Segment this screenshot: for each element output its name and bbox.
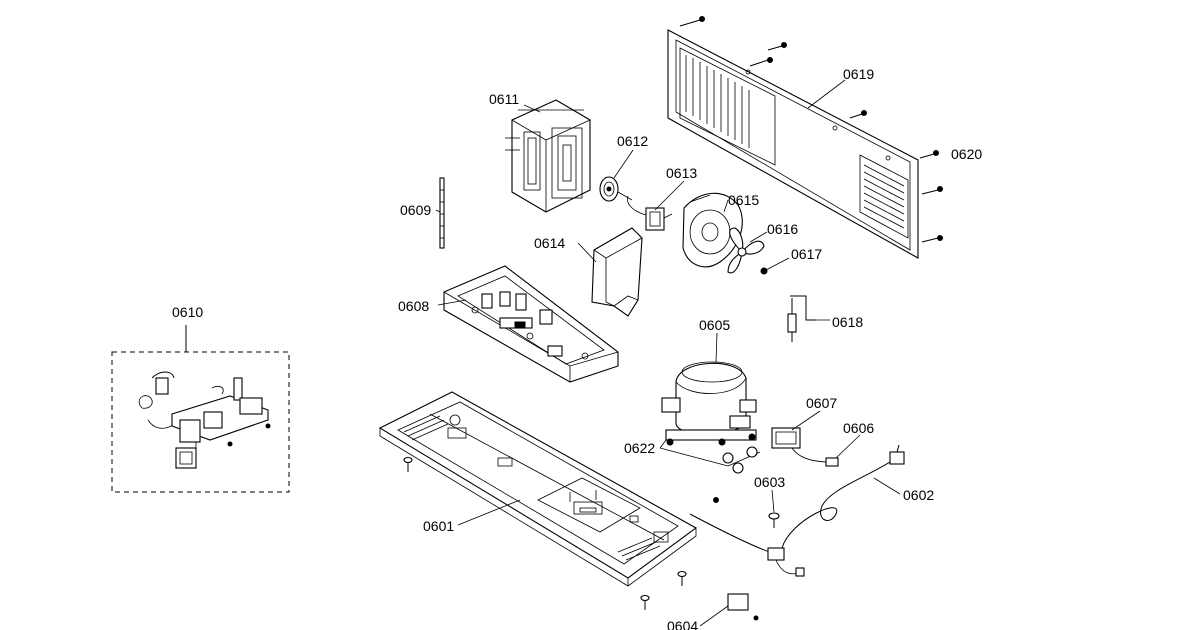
grommets-0622 bbox=[659, 446, 761, 474]
base-compressor-mount bbox=[537, 477, 641, 533]
label-0609: 0609 bbox=[400, 202, 432, 218]
capacitor-0604 bbox=[727, 593, 759, 621]
overload-0606 bbox=[825, 457, 839, 467]
label-0613: 0613 bbox=[666, 165, 698, 181]
label-0620: 0620 bbox=[951, 146, 983, 162]
label-0604: 0604 bbox=[667, 618, 699, 630]
base-plate-0601 bbox=[378, 391, 698, 587]
label-0612: 0612 bbox=[617, 133, 649, 149]
label-0610: 0610 bbox=[172, 304, 204, 320]
label-0617: 0617 bbox=[791, 246, 823, 262]
fan-motor-bracket-0612 bbox=[599, 176, 633, 202]
drain-tray-0608 bbox=[443, 265, 619, 383]
label-0601: 0601 bbox=[423, 518, 455, 534]
label-0608: 0608 bbox=[398, 298, 430, 314]
valve-assembly-0610 bbox=[111, 325, 290, 493]
evaporator-coil-0611 bbox=[505, 99, 591, 213]
label-0614: 0614 bbox=[534, 235, 566, 251]
fan-motor-0613 bbox=[627, 195, 673, 231]
fan-cover-0614 bbox=[591, 227, 643, 317]
label-0611: 0611 bbox=[489, 91, 520, 107]
base-vent-right bbox=[617, 531, 669, 561]
power-cord-0602 bbox=[689, 444, 905, 577]
base-vent-left bbox=[403, 414, 467, 441]
fan-blade-0616 bbox=[727, 227, 765, 274]
label-0603: 0603 bbox=[754, 474, 786, 490]
relay-0607 bbox=[771, 427, 831, 463]
screw-0603 bbox=[768, 512, 780, 528]
nut-0617 bbox=[760, 267, 768, 275]
sensor-0618 bbox=[787, 295, 816, 342]
rod-0609 bbox=[439, 177, 445, 249]
base-screws bbox=[403, 456, 719, 610]
rear-panel-0619 bbox=[667, 29, 919, 259]
compressor-0605 bbox=[661, 361, 757, 446]
rear-panel-vents-left bbox=[679, 47, 776, 166]
label-0607: 0607 bbox=[806, 395, 838, 411]
leader-lines bbox=[435, 79, 901, 627]
label-0606: 0606 bbox=[843, 420, 875, 436]
label-0618: 0618 bbox=[832, 314, 864, 330]
panel-screws-0620 bbox=[679, 16, 943, 243]
label-0605: 0605 bbox=[699, 317, 731, 333]
label-0622: 0622 bbox=[624, 440, 656, 456]
rear-panel-vents-right bbox=[859, 154, 909, 239]
label-0602: 0602 bbox=[903, 487, 935, 503]
label-0616: 0616 bbox=[767, 221, 799, 237]
label-0615: 0615 bbox=[728, 192, 760, 208]
label-0619: 0619 bbox=[843, 66, 875, 82]
